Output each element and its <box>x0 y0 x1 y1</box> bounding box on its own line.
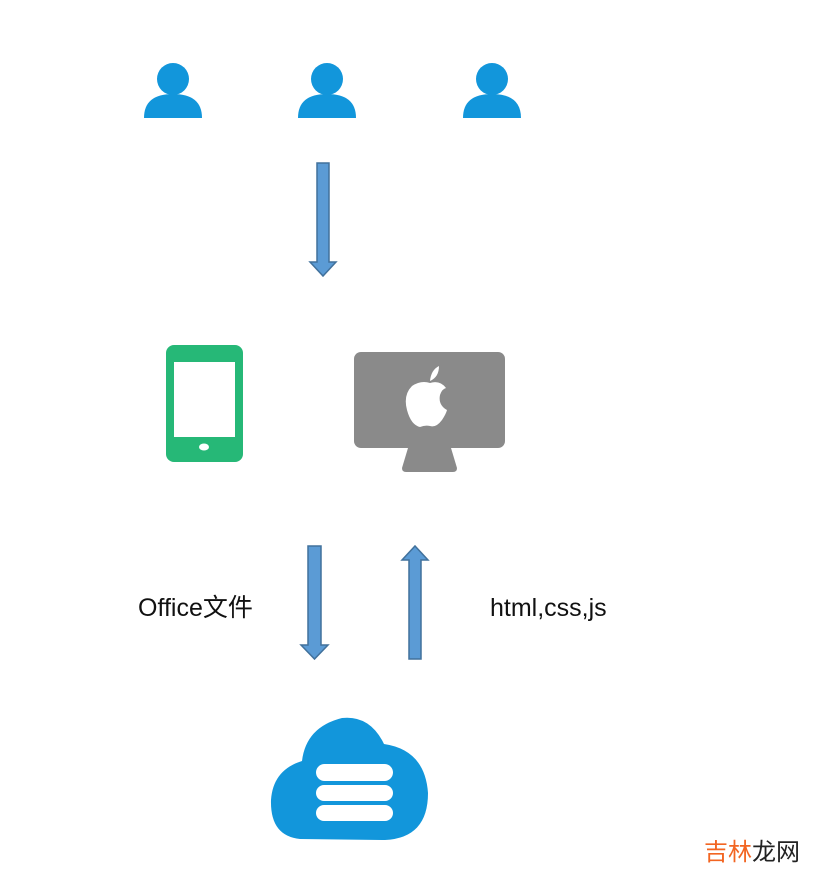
office-file-label: Office文件 <box>138 594 253 622</box>
html-css-js-label: html,css,js <box>490 594 607 622</box>
cloud-server-icon <box>270 717 428 840</box>
tablet-icon <box>166 345 243 462</box>
user-icon <box>463 63 521 118</box>
arrow-up-icon <box>400 544 430 660</box>
watermark: 吉林龙网 <box>704 832 800 867</box>
watermark-part2: 龙网 <box>752 839 800 866</box>
arrow-down-icon <box>308 162 338 278</box>
apple-monitor-icon <box>354 352 505 472</box>
user-icon <box>144 63 202 118</box>
arrow-down-icon <box>299 545 330 661</box>
apple-logo-icon <box>405 366 447 427</box>
watermark-part1: 吉林 <box>704 839 752 866</box>
user-icon <box>298 63 356 118</box>
